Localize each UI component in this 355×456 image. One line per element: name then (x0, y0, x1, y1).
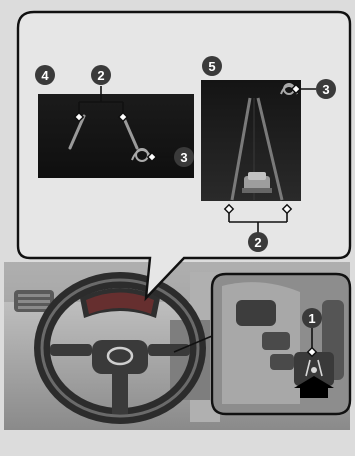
display-screen-4 (38, 94, 194, 178)
callout-2-bottom: 2 (248, 232, 268, 252)
callout-3-right: 3 (316, 79, 336, 99)
callout-5: 5 (202, 56, 222, 76)
svg-text:2: 2 (254, 235, 261, 250)
callout-2-top: 2 (91, 65, 111, 85)
callout-1: 1 (302, 308, 322, 328)
callout-4: 4 (35, 65, 55, 85)
callout-3-left: 3 (174, 147, 194, 167)
svg-text:4: 4 (41, 68, 49, 83)
svg-text:5: 5 (208, 59, 215, 74)
svg-text:3: 3 (322, 82, 329, 97)
svg-text:3: 3 (180, 150, 187, 165)
svg-text:1: 1 (308, 311, 315, 326)
display-screen-5 (201, 80, 301, 201)
svg-text:2: 2 (97, 68, 104, 83)
